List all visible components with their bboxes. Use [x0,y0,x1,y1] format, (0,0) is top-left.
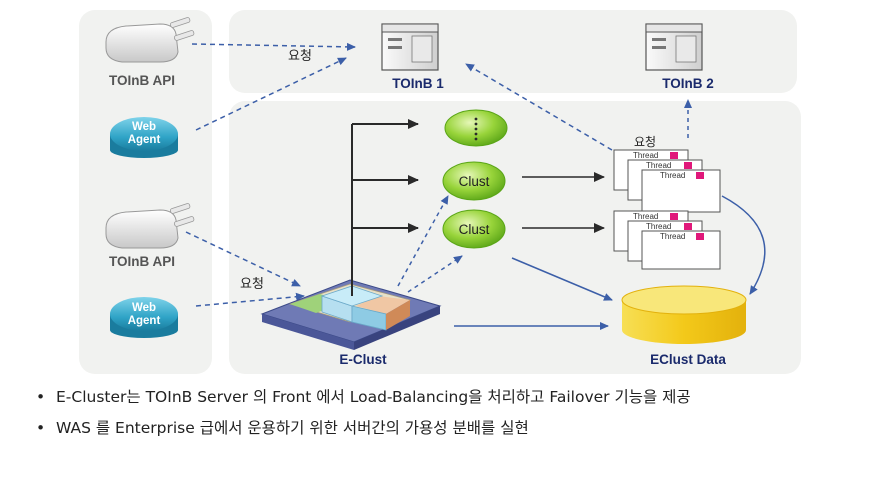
web-agent-label: Web [132,302,156,314]
bullet-text: E-Cluster는 TOInB Server 의 Front 에서 Load-… [56,388,691,406]
eclust-label: E-Clust [339,352,387,367]
server1-label: TOInB 1 [392,76,444,91]
thread-label: Thread [646,161,671,170]
dispatch-dashed-arrow [407,255,463,293]
bullet-item: • E-Cluster는 TOInB Server 의 Front 에서 Loa… [36,384,691,415]
web-agent-icon [110,297,178,338]
clust-node-icon [444,109,508,147]
eclust-icon [260,279,442,350]
request-label: 요청 [634,135,656,149]
request-arrow [185,231,301,287]
request-arrow [191,42,356,51]
architecture-diagram: TOInB API Web Agent TOInB API Web Agent … [79,10,801,374]
web-agent-label: Agent [128,315,161,327]
dispatch-dashed-arrow [397,195,449,287]
bullet-list: • E-Cluster는 TOInB Server 의 Front 에서 Loa… [36,384,691,446]
left-panel [79,10,212,374]
thread-stack [613,149,721,213]
request-label: 요청 [288,48,312,63]
server-icon [645,23,703,71]
web-agent-icon [110,117,178,158]
thread-label: Thread [660,171,685,180]
server-icon [381,23,439,71]
thread-label: Thread [660,232,685,241]
request-label: 요청 [240,276,264,291]
web-agent-label: Web [132,121,156,133]
thread-stack [613,210,721,270]
eclust-data-label: EClust Data [650,352,726,367]
clust-label: Clust [459,174,490,189]
request-arrow [195,292,305,307]
bullet-mark: • [36,388,46,406]
bullet-item: • WAS 를 Enterprise 급에서 운용하기 위한 서버간의 가용성 … [36,415,691,446]
plug-icon [105,17,195,63]
request-arrow [195,57,347,131]
server2-label: TOInB 2 [662,76,714,91]
response-arrow [465,63,613,151]
thread-label: Thread [633,212,658,221]
toinb-api-label: TOInB API [109,254,175,269]
clust-node-icon [442,161,506,201]
bullet-mark: • [36,419,46,437]
thread-label: Thread [646,222,671,231]
database-icon [621,285,747,344]
clust-node-icon [442,209,506,249]
web-agent-label: Agent [128,134,161,146]
toinb-api-label: TOInB API [109,73,175,88]
plug-icon [105,203,195,249]
bullet-text: WAS 를 Enterprise 급에서 운용하기 위한 서버간의 가용성 분배… [56,419,529,437]
clust-label: Clust [459,222,490,237]
data-arrow [511,257,613,301]
thread-label: Thread [633,151,658,160]
data-arrow [721,195,766,295]
